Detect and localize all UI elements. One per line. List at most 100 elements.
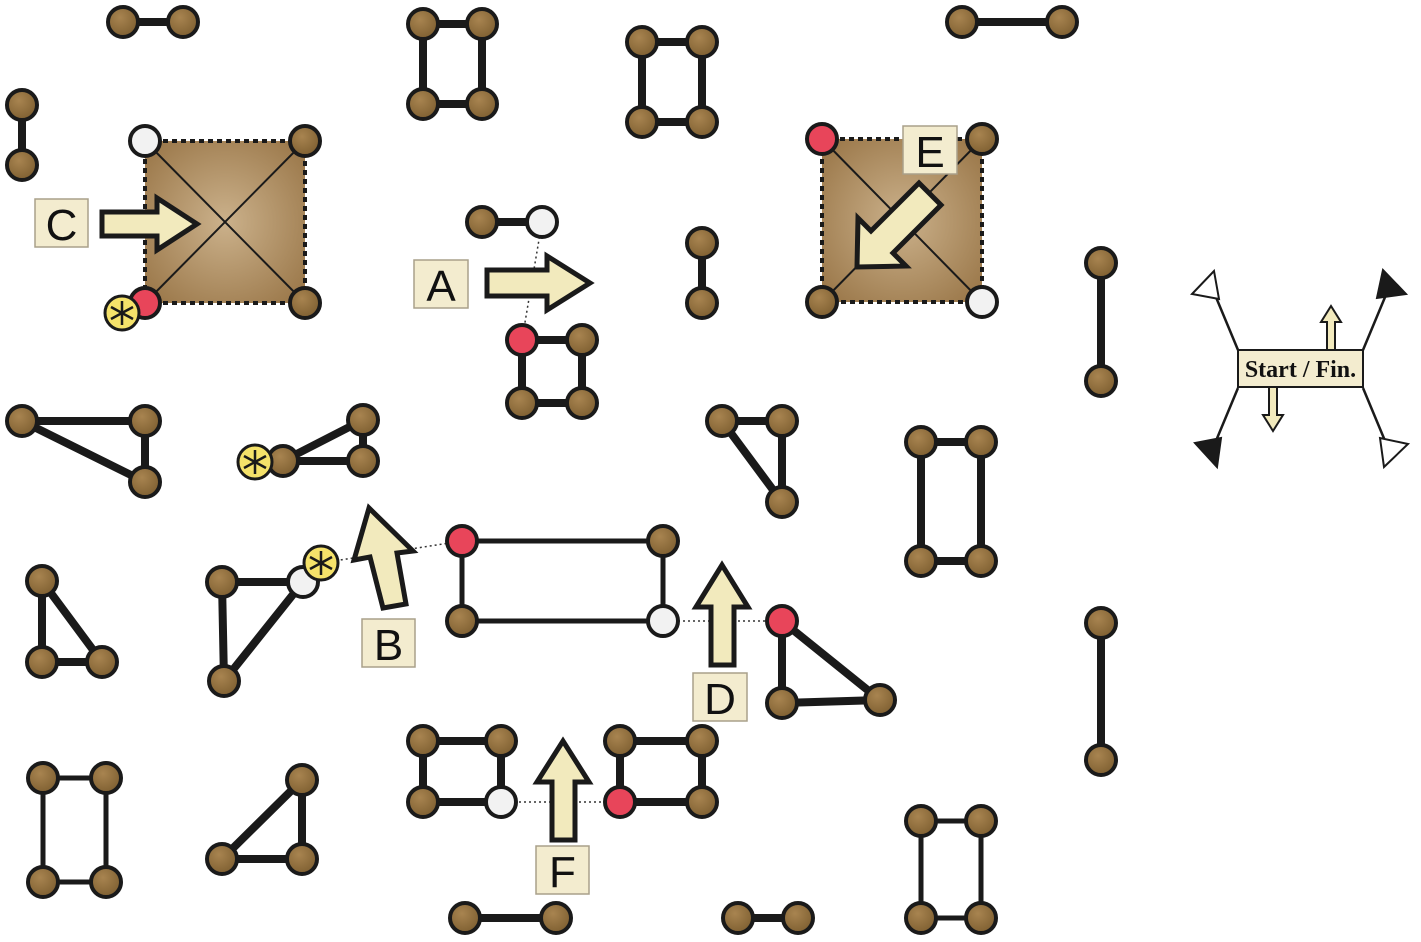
- node: [25, 645, 59, 679]
- node: [26, 761, 60, 795]
- node-white: [484, 785, 518, 819]
- node: [685, 724, 719, 758]
- node: [964, 544, 998, 578]
- arrow-f: [532, 736, 594, 843]
- node: [1084, 364, 1118, 398]
- node: [565, 386, 599, 420]
- node-red: [805, 122, 839, 156]
- node: [89, 865, 123, 899]
- node: [465, 87, 499, 121]
- node: [1084, 743, 1118, 777]
- node: [646, 524, 680, 558]
- node-white: [128, 124, 162, 158]
- node: [89, 761, 123, 795]
- node: [484, 724, 518, 758]
- node-red: [603, 785, 637, 819]
- node: [685, 226, 719, 260]
- node: [805, 285, 839, 319]
- arrow-b: [350, 503, 419, 611]
- node: [765, 686, 799, 720]
- node-white: [965, 285, 999, 319]
- node: [685, 25, 719, 59]
- node: [964, 901, 998, 935]
- node: [965, 122, 999, 156]
- arrow-a: [484, 251, 595, 315]
- node: [25, 564, 59, 598]
- node: [448, 901, 482, 935]
- node: [539, 901, 573, 935]
- flag-top-left-icon: [1189, 268, 1221, 301]
- node: [964, 425, 998, 459]
- node: [5, 88, 39, 122]
- node: [128, 404, 162, 438]
- node: [1084, 606, 1118, 640]
- node: [625, 105, 659, 139]
- node: [207, 664, 241, 698]
- label-a: A: [413, 259, 469, 311]
- flag-bottom-right-icon: [1378, 436, 1411, 470]
- node: [603, 724, 637, 758]
- node: [128, 465, 162, 499]
- node: [285, 763, 319, 797]
- label-c: C: [34, 198, 89, 250]
- node: [465, 7, 499, 41]
- label-a-text: A: [426, 262, 456, 311]
- nodes: [5, 5, 1118, 935]
- node: [406, 7, 440, 41]
- label-b-text: B: [374, 621, 403, 670]
- arrow-up-icon: [1319, 304, 1343, 353]
- node: [964, 804, 998, 838]
- label-f-text: F: [549, 848, 576, 897]
- node: [106, 5, 140, 39]
- node-red: [765, 604, 799, 638]
- node: [406, 87, 440, 121]
- node: [904, 901, 938, 935]
- node: [288, 124, 322, 158]
- node: [904, 804, 938, 838]
- start-finish-label: Start / Fin.: [1245, 357, 1356, 383]
- node: [26, 865, 60, 899]
- node: [205, 565, 239, 599]
- arrow-d: [691, 560, 753, 668]
- flag-top-right-icon: [1375, 267, 1409, 300]
- node: [705, 404, 739, 438]
- label-d: D: [692, 672, 748, 724]
- label-f: F: [535, 845, 590, 897]
- node: [85, 645, 119, 679]
- node-red: [445, 524, 479, 558]
- node: [721, 901, 755, 935]
- node: [904, 425, 938, 459]
- label-b: B: [361, 618, 416, 670]
- node: [1084, 246, 1118, 280]
- label-c-text: C: [46, 201, 78, 250]
- node: [346, 403, 380, 437]
- node: [5, 404, 39, 438]
- node: [346, 444, 380, 478]
- node: [765, 404, 799, 438]
- star-node-mid: [236, 443, 274, 481]
- arrow-c: [99, 193, 202, 255]
- start-finish: Start / Fin.: [1189, 267, 1411, 470]
- node: [288, 286, 322, 320]
- node: [5, 148, 39, 182]
- star-node-c: [103, 294, 141, 332]
- label-e: E: [902, 125, 958, 177]
- node-red: [505, 323, 539, 357]
- node: [505, 386, 539, 420]
- node: [765, 485, 799, 519]
- flag-bottom-left-icon: [1193, 436, 1223, 470]
- arrow-e: [854, 179, 945, 270]
- node: [166, 5, 200, 39]
- node: [685, 785, 719, 819]
- node: [904, 544, 938, 578]
- node: [406, 724, 440, 758]
- node: [205, 842, 239, 876]
- node: [406, 785, 440, 819]
- node: [685, 105, 719, 139]
- node: [685, 286, 719, 320]
- label-d-text: D: [704, 675, 736, 724]
- node: [445, 604, 479, 638]
- node-white: [525, 205, 559, 239]
- node: [565, 323, 599, 357]
